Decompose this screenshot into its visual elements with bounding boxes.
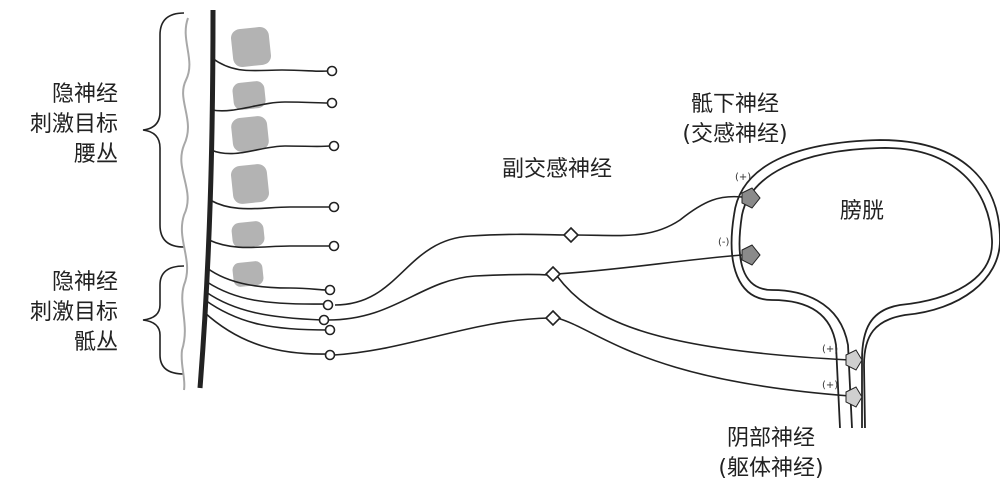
root-terminal — [324, 324, 336, 336]
lumbar-line-2: 刺激目标 — [29, 112, 118, 137]
receptor-icon — [845, 349, 863, 371]
root-terminal — [326, 65, 338, 77]
pudendal-line-1: 阴部神经 — [726, 426, 815, 451]
root-terminal — [328, 140, 340, 152]
sign-lower-bladder: (-) — [718, 237, 730, 248]
hypogastric-line-2: (交感神经) — [682, 122, 788, 147]
sacral-line-2: 刺激目标 — [29, 300, 118, 325]
vertebrae — [231, 27, 271, 287]
diamond-node — [544, 309, 562, 327]
vertebra — [232, 261, 264, 287]
root-terminal — [326, 97, 338, 109]
root-terminal — [324, 284, 336, 296]
ganglion-diamonds — [544, 226, 580, 327]
lumbar-target-label: 隐神经 刺激目标 腰丛 — [6, 80, 118, 170]
root-terminal — [322, 299, 334, 311]
sign-upper-bladder: (+) — [735, 172, 751, 183]
sacral-target-label: 隐神经 刺激目标 骶丛 — [6, 268, 118, 358]
parasympathetic-label: 副交感神经 — [502, 157, 613, 182]
vertebra — [231, 27, 271, 67]
root-terminal — [318, 314, 330, 326]
vertebra — [231, 164, 269, 204]
sacral-roots — [203, 267, 329, 355]
vertebra — [232, 81, 266, 110]
receptor-icon — [741, 187, 761, 209]
vertebra — [231, 221, 265, 248]
pudendal-line-2: (躯体神经) — [718, 456, 824, 481]
pudendal-label: 阴部神经 (躯体神经) — [696, 424, 846, 484]
spinal-cord-outline — [180, 17, 191, 391]
diamond-node — [544, 265, 562, 283]
diamond-node — [562, 226, 580, 244]
sign-sphincter-lower: (+) — [822, 380, 838, 391]
sacral-line-3: 骶丛 — [73, 330, 118, 355]
spinal-stem — [197, 9, 216, 389]
root-terminal — [328, 240, 340, 252]
bladder-label: 膀胱 — [840, 199, 885, 224]
root-terminal — [324, 349, 336, 361]
hypogastric-label: 骶下神经 (交感神经) — [660, 90, 810, 150]
sign-sphincter-upper: (+) — [822, 344, 838, 355]
receptor-icon — [741, 244, 761, 266]
root-terminals — [318, 65, 340, 361]
hypogastric-line-1: 骶下神经 — [690, 92, 779, 117]
lumbar-roots — [208, 57, 331, 249]
nerve-pathways — [327, 195, 851, 397]
sacral-line-1: 隐神经 — [51, 270, 118, 295]
sphincter-receptors — [845, 349, 863, 408]
bladder-outline — [730, 139, 1000, 429]
bladder-receptors — [741, 187, 761, 266]
vertebra — [231, 116, 269, 152]
lumbar-line-3: 腰丛 — [73, 142, 118, 167]
sacral-bracket — [142, 265, 185, 375]
root-terminal — [328, 201, 340, 213]
receptor-icon — [845, 386, 863, 408]
lumbar-bracket — [142, 12, 185, 248]
lumbar-line-1: 隐神经 — [51, 82, 118, 107]
